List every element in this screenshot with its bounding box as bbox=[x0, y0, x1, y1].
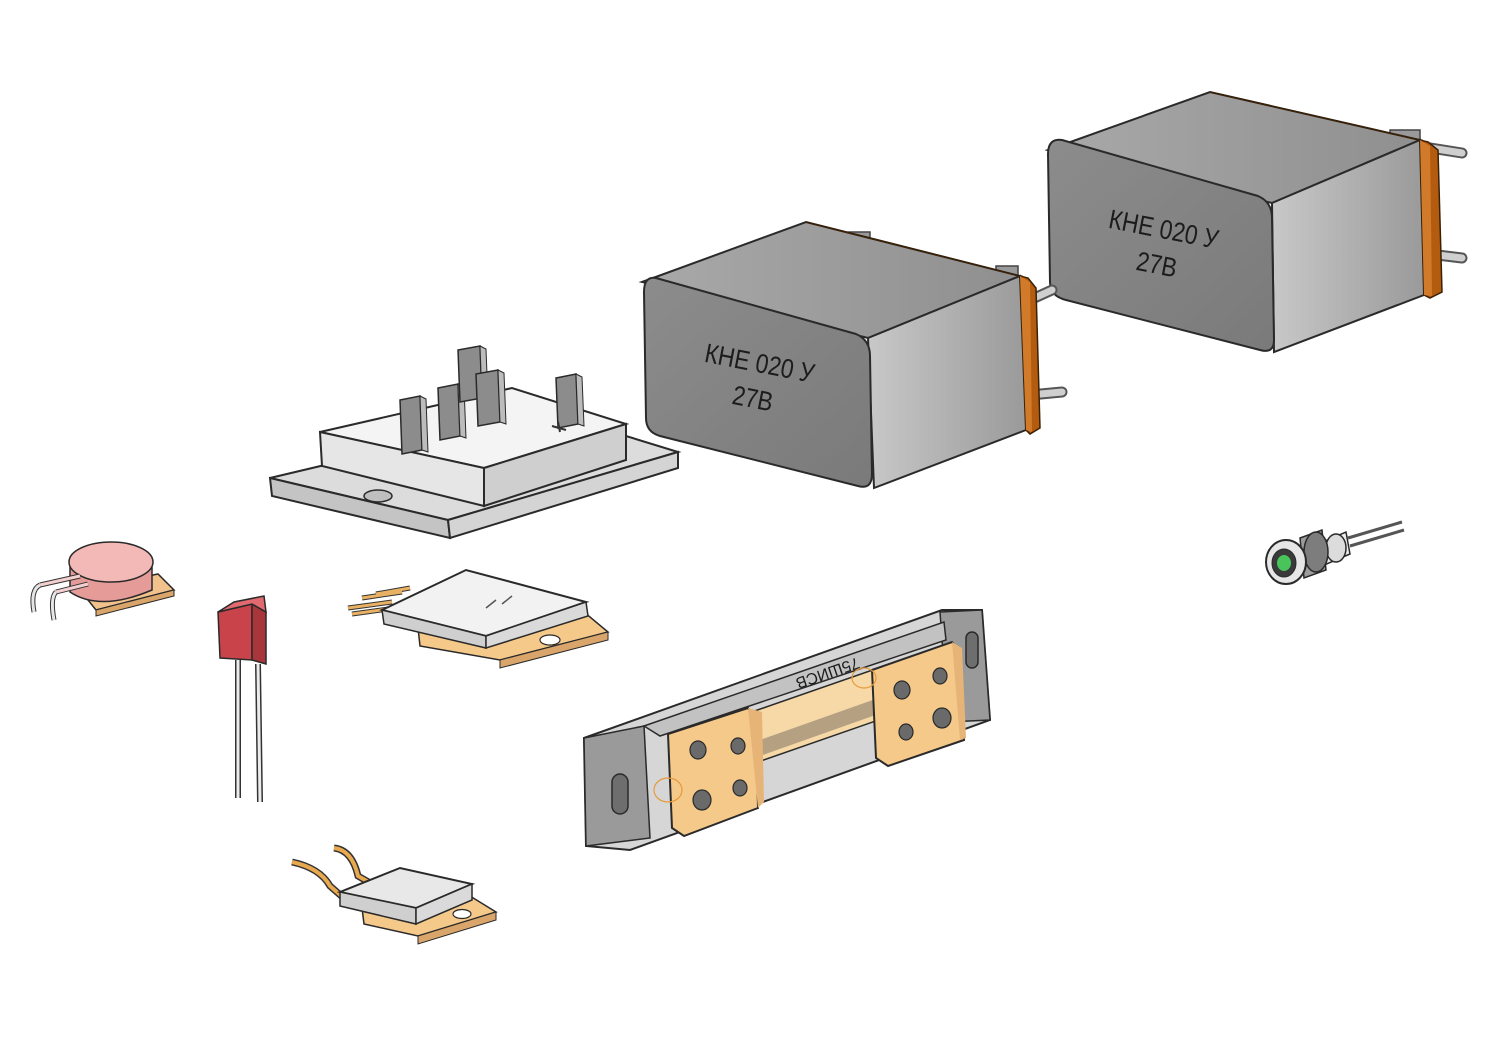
bridge-rectifier bbox=[268, 345, 682, 540]
red-capacitor bbox=[217, 595, 267, 803]
rectifier-terminal bbox=[555, 373, 585, 429]
power-transistor-top bbox=[347, 568, 610, 669]
relay-right: КНЕ 020 У 27В bbox=[1044, 90, 1468, 354]
current-shunt: 75ШИСВ bbox=[582, 609, 992, 852]
rectifier-terminal bbox=[475, 369, 507, 427]
pink-ring-sensor bbox=[30, 541, 176, 621]
power-transistor-bottom bbox=[291, 844, 498, 945]
relay-left: КНЕ 020 У 27В bbox=[638, 220, 1068, 490]
rectifier-terminal bbox=[399, 395, 429, 455]
bnc-connector bbox=[1265, 520, 1405, 585]
